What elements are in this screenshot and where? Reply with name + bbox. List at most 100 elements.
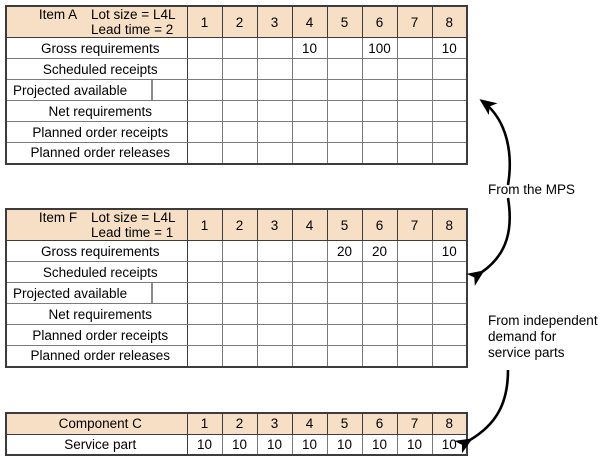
cell-planned-order-releases-p3[interactable] [256,345,293,367]
cell-gross-requirements-p1[interactable] [186,37,223,59]
cell-gross-requirements-p4[interactable]: 10 [291,37,328,59]
projected-available-on-hand[interactable] [153,80,187,100]
cell-net-requirements-p2[interactable] [221,303,258,325]
cell-projected-available-p7[interactable] [396,79,433,101]
cell-net-requirements-p8[interactable] [431,303,468,325]
cell-gross-requirements-p8[interactable]: 10 [431,240,468,262]
cell-service-part-p3[interactable]: 10 [256,433,293,456]
cell-net-requirements-p6[interactable] [361,100,398,122]
cell-planned-order-receipts-p2[interactable] [221,121,258,143]
cell-planned-order-releases-p8[interactable] [431,345,468,367]
cell-planned-order-releases-p4[interactable] [291,345,328,367]
cell-projected-available-p3[interactable] [256,282,293,304]
cell-gross-requirements-p3[interactable] [256,240,293,262]
cell-net-requirements-p3[interactable] [256,303,293,325]
cell-projected-available-p7[interactable] [396,282,433,304]
cell-service-part-p5[interactable]: 10 [326,433,363,456]
cell-planned-order-releases-p8[interactable] [431,142,468,164]
cell-planned-order-releases-p6[interactable] [361,345,398,367]
cell-gross-requirements-p6[interactable]: 20 [361,240,398,262]
cell-service-part-p1[interactable]: 10 [186,433,223,456]
cell-scheduled-receipts-p1[interactable] [186,58,223,80]
cell-scheduled-receipts-p7[interactable] [396,58,433,80]
cell-net-requirements-p7[interactable] [396,100,433,122]
cell-net-requirements-p8[interactable] [431,100,468,122]
cell-net-requirements-p1[interactable] [186,303,223,325]
cell-service-part-p7[interactable]: 10 [396,433,433,456]
cell-planned-order-receipts-p4[interactable] [291,324,328,346]
cell-service-part-p4[interactable]: 10 [291,433,328,456]
cell-scheduled-receipts-p5[interactable] [326,58,363,80]
cell-gross-requirements-p2[interactable] [221,240,258,262]
cell-scheduled-receipts-p7[interactable] [396,261,433,283]
cell-net-requirements-p3[interactable] [256,100,293,122]
cell-planned-order-receipts-p7[interactable] [396,121,433,143]
cell-scheduled-receipts-p2[interactable] [221,261,258,283]
cell-projected-available-p8[interactable] [431,79,468,101]
cell-gross-requirements-p2[interactable] [221,37,258,59]
cell-net-requirements-p4[interactable] [291,303,328,325]
cell-planned-order-releases-p3[interactable] [256,142,293,164]
cell-planned-order-receipts-p6[interactable] [361,324,398,346]
cell-scheduled-receipts-p1[interactable] [186,261,223,283]
cell-gross-requirements-p4[interactable] [291,240,328,262]
cell-scheduled-receipts-p4[interactable] [291,58,328,80]
cell-net-requirements-p7[interactable] [396,303,433,325]
cell-planned-order-releases-p5[interactable] [326,142,363,164]
cell-planned-order-receipts-p2[interactable] [221,324,258,346]
cell-planned-order-releases-p7[interactable] [396,142,433,164]
cell-scheduled-receipts-p6[interactable] [361,261,398,283]
cell-planned-order-receipts-p5[interactable] [326,121,363,143]
cell-projected-available-p6[interactable] [361,282,398,304]
cell-planned-order-releases-p1[interactable] [186,345,223,367]
cell-planned-order-receipts-p3[interactable] [256,121,293,143]
cell-projected-available-p3[interactable] [256,79,293,101]
cell-service-part-p2[interactable]: 10 [221,433,258,456]
cell-gross-requirements-p5[interactable]: 20 [326,240,363,262]
cell-gross-requirements-p6[interactable]: 100 [361,37,398,59]
cell-net-requirements-p5[interactable] [326,100,363,122]
cell-projected-available-p4[interactable] [291,79,328,101]
cell-planned-order-receipts-p1[interactable] [186,121,223,143]
cell-scheduled-receipts-p5[interactable] [326,261,363,283]
cell-scheduled-receipts-p4[interactable] [291,261,328,283]
cell-planned-order-receipts-p6[interactable] [361,121,398,143]
cell-planned-order-receipts-p8[interactable] [431,121,468,143]
cell-gross-requirements-p7[interactable] [396,240,433,262]
cell-planned-order-receipts-p1[interactable] [186,324,223,346]
cell-gross-requirements-p8[interactable]: 10 [431,37,468,59]
cell-projected-available-p2[interactable] [221,282,258,304]
projected-available-on-hand[interactable] [153,283,187,303]
cell-net-requirements-p4[interactable] [291,100,328,122]
cell-projected-available-p5[interactable] [326,79,363,101]
cell-gross-requirements-p5[interactable] [326,37,363,59]
cell-projected-available-p1[interactable] [186,79,223,101]
cell-scheduled-receipts-p8[interactable] [431,261,468,283]
cell-planned-order-receipts-p7[interactable] [396,324,433,346]
cell-net-requirements-p2[interactable] [221,100,258,122]
cell-planned-order-receipts-p3[interactable] [256,324,293,346]
cell-planned-order-releases-p2[interactable] [221,142,258,164]
cell-net-requirements-p5[interactable] [326,303,363,325]
cell-planned-order-releases-p2[interactable] [221,345,258,367]
cell-gross-requirements-p1[interactable] [186,240,223,262]
cell-scheduled-receipts-p3[interactable] [256,261,293,283]
cell-planned-order-releases-p4[interactable] [291,142,328,164]
cell-gross-requirements-p7[interactable] [396,37,433,59]
cell-planned-order-releases-p1[interactable] [186,142,223,164]
cell-projected-available-p8[interactable] [431,282,468,304]
cell-planned-order-releases-p5[interactable] [326,345,363,367]
cell-planned-order-receipts-p4[interactable] [291,121,328,143]
cell-planned-order-releases-p7[interactable] [396,345,433,367]
cell-scheduled-receipts-p6[interactable] [361,58,398,80]
cell-gross-requirements-p3[interactable] [256,37,293,59]
cell-projected-available-p2[interactable] [221,79,258,101]
cell-planned-order-receipts-p5[interactable] [326,324,363,346]
cell-planned-order-receipts-p8[interactable] [431,324,468,346]
cell-projected-available-p5[interactable] [326,282,363,304]
cell-scheduled-receipts-p8[interactable] [431,58,468,80]
cell-net-requirements-p6[interactable] [361,303,398,325]
cell-planned-order-releases-p6[interactable] [361,142,398,164]
cell-scheduled-receipts-p3[interactable] [256,58,293,80]
cell-projected-available-p1[interactable] [186,282,223,304]
